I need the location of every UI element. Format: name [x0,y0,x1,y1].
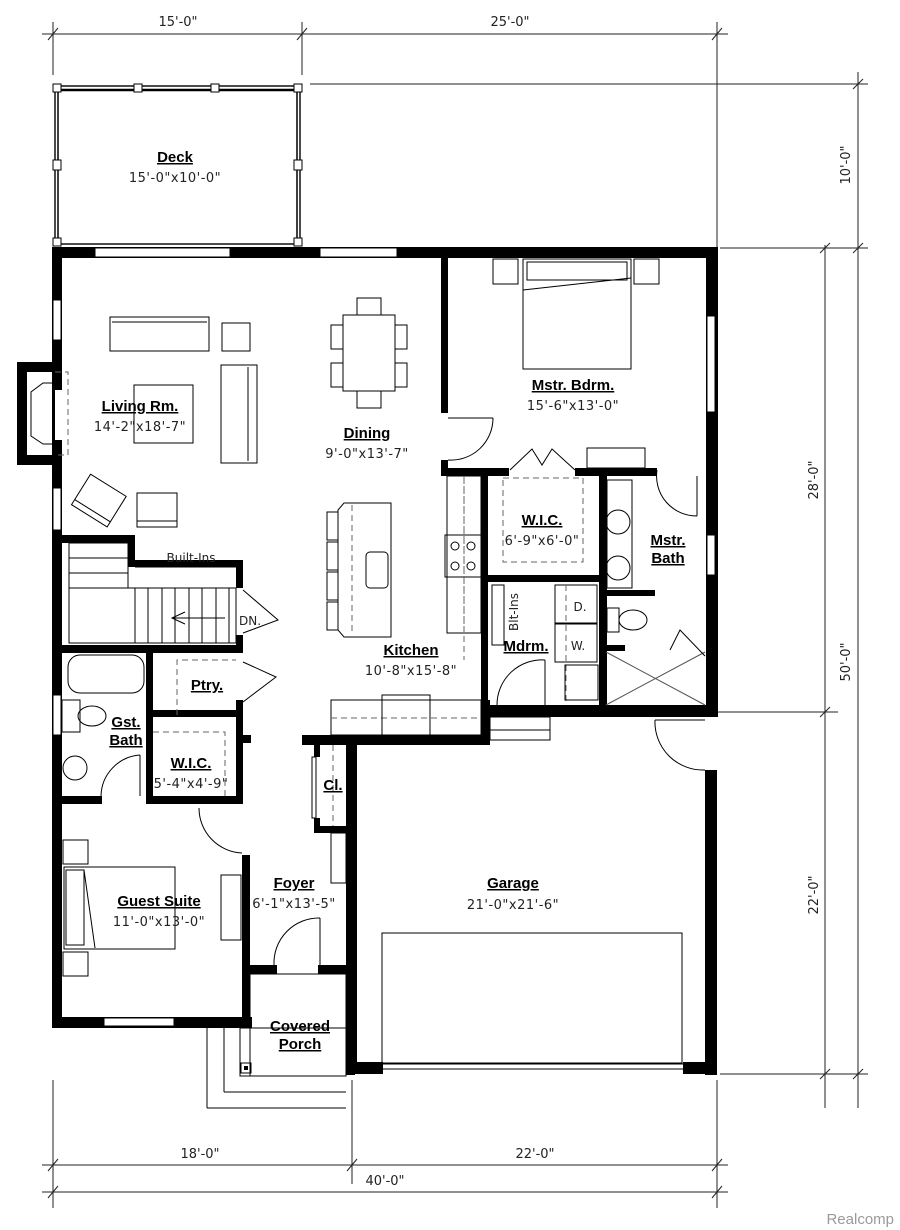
room-deck-size: 15'-0"x10'-0" [129,171,221,186]
annotation-built-ins: Built-Ins [167,551,216,565]
dim-bottom-overall: 40'-0" [365,1174,404,1189]
room-kitchen-size: 10'-8"x15'-8" [365,664,457,679]
dim-right-deck: 10'-0" [839,145,854,184]
room-kitchen-name: Kitchen [383,642,438,659]
deck [52,83,303,247]
room-mudroom-name: Mdrm. [504,638,549,655]
annotation-stairs-down: DN. [239,614,261,628]
room-guest-wic-size: 5'-4"x4'-9" [154,777,229,792]
room-foyer-size: 6'-1"x13'-5" [252,897,336,912]
room-foyer-name: Foyer [274,875,315,892]
dim-top-right: 25'-0" [490,15,529,30]
room-guest-bath-name-1: Gst. [111,714,140,731]
walls [17,247,718,1075]
dim-right-overall: 50'-0" [839,642,854,681]
doors [100,417,706,966]
room-master-bedroom-size: 15'-6"x13'-0" [527,399,619,414]
room-master-wic-name: W.I.C. [522,512,563,529]
room-guest-suite-size: 11'-0"x13'-0" [113,915,205,930]
room-master-wic-size: 6'-9"x6'-0" [505,534,580,549]
room-master-bedroom-name: Mstr. Bdrm. [532,377,615,394]
annotation-dryer: D. [573,600,586,614]
dim-bottom-right: 22'-0" [515,1147,554,1162]
room-closet-name: Cl. [323,777,342,794]
room-deck-name: Deck [157,149,194,166]
watermark: Realcomp [826,1211,894,1228]
room-covered-porch-name-1: Covered [270,1018,330,1035]
room-living-name: Living Rm. [102,398,179,415]
dim-top-left: 15'-0" [158,15,197,30]
room-dining-name: Dining [344,425,391,442]
room-master-bath-name-2: Bath [651,550,684,567]
room-guest-bath-name-2: Bath [109,732,142,749]
furniture [61,258,706,1109]
room-dining-size: 9'-0"x13'-7" [325,447,409,462]
room-master-bath-name-1: Mstr. [650,532,685,549]
room-garage-name: Garage [487,875,539,892]
room-living-size: 14'-2"x18'-7" [94,420,186,435]
dimension-lines [42,22,868,1208]
room-guest-wic-name: W.I.C. [171,755,212,772]
room-covered-porch-name-2: Porch [279,1036,322,1053]
dim-right-upper: 28'-0" [807,460,822,499]
dim-right-lower: 22'-0" [807,875,822,914]
annotation-washer: W. [571,639,585,653]
dim-bottom-left: 18'-0" [180,1147,219,1162]
room-pantry-name: Ptry. [191,677,223,694]
room-guest-suite-name: Guest Suite [117,893,200,910]
interior-walls [62,258,657,833]
annotation-bit-ins: Blt-Ins [507,593,521,631]
room-garage-size: 21'-0"x21'-6" [467,898,559,913]
